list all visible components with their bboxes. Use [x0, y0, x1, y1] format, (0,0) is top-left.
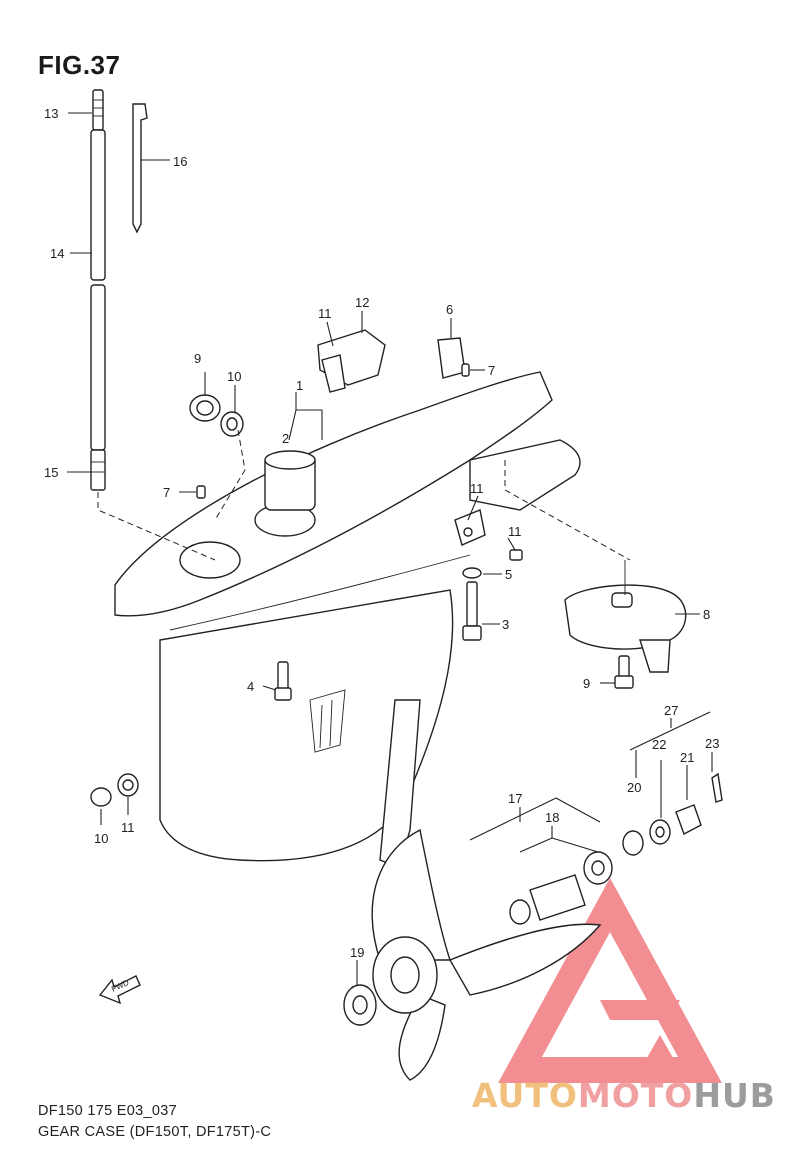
watermark-part-moto: MOTO	[577, 1076, 694, 1115]
part-9-bolt	[614, 655, 634, 689]
part-4-bolt	[274, 661, 292, 701]
part-21-spacer	[509, 851, 613, 925]
propeller-assembly	[343, 828, 602, 1081]
label-part-5: 5	[505, 567, 512, 582]
drive-shaft-assembly	[90, 89, 106, 491]
label-part-7b: 7	[163, 485, 170, 500]
label-part-11b: 11	[121, 820, 135, 835]
label-part-8: 8	[703, 607, 710, 622]
label-part-27: 27	[664, 703, 678, 718]
drive-shaft-upper	[90, 129, 106, 281]
assembly-dash-lines	[97, 429, 631, 561]
watermark-part-auto: AUTO	[472, 1076, 578, 1115]
label-part-16: 13	[44, 106, 58, 121]
part-3-bolt	[462, 581, 482, 641]
label-part-6: 6	[446, 302, 453, 317]
part-6-block	[437, 337, 466, 379]
label-part-15: 12	[355, 295, 369, 310]
watermark-logo	[498, 877, 722, 1083]
part-7-pins	[196, 363, 470, 499]
part-labels: 13 14 15 16 9 10 7 6 7 11 12 1 2 11 11 5…	[44, 106, 719, 960]
part-11b-washer	[117, 773, 139, 797]
part-10b-plug	[90, 787, 112, 807]
figure-code: DF150 175 E03_037	[38, 1103, 177, 1119]
fwd-arrow-icon	[98, 975, 141, 1005]
label-part-11a: 10	[227, 369, 241, 384]
label-part-22: 19	[350, 945, 364, 960]
label-part-23: 20	[627, 780, 641, 795]
label-part-12: 11	[470, 481, 484, 496]
label-part-18: 15	[44, 465, 58, 480]
part-10a-plug	[189, 394, 221, 422]
drive-shaft-lower	[90, 284, 106, 451]
part-12-bracket	[454, 509, 486, 546]
label-part-21: 18	[545, 810, 559, 825]
label-part-2: 2	[282, 431, 289, 446]
watermark-text: AUTOMOTOHUB	[472, 1076, 776, 1115]
label-part-17: 14	[50, 246, 64, 261]
part-13-bolt	[509, 549, 523, 561]
part-23-26-nut-set	[622, 772, 723, 856]
part-14-15-cover	[317, 329, 386, 393]
label-part-1: 1	[296, 378, 303, 393]
gear-case-housing	[114, 371, 581, 863]
label-part-13: 11	[508, 524, 522, 539]
label-part-10a: 9	[194, 351, 201, 366]
shaft-spline-16	[92, 89, 104, 131]
watermark-part-hub: HUB	[693, 1076, 776, 1115]
label-part-20: 17	[508, 791, 522, 806]
shaft-spline-18	[90, 449, 106, 491]
figure-caption: GEAR CASE (DF150T, DF175T)-C	[38, 1124, 272, 1140]
label-part-19: 16	[173, 154, 187, 169]
figure-title: FIG.37	[38, 50, 121, 80]
shift-rod	[132, 103, 148, 234]
label-part-24: 21	[680, 750, 694, 765]
label-part-26: 23	[705, 736, 719, 751]
label-part-9: 9	[583, 676, 590, 691]
label-part-10b: 10	[94, 831, 108, 846]
label-part-4: 4	[247, 679, 254, 694]
label-part-3: 3	[502, 617, 509, 632]
label-part-7a: 7	[488, 363, 495, 378]
part-11a-washer	[220, 411, 244, 437]
part-5-washer	[462, 567, 482, 579]
label-part-14: 11	[318, 306, 332, 321]
label-part-25: 22	[652, 737, 666, 752]
part-8-anode	[564, 560, 687, 673]
leader-lines	[67, 112, 713, 985]
